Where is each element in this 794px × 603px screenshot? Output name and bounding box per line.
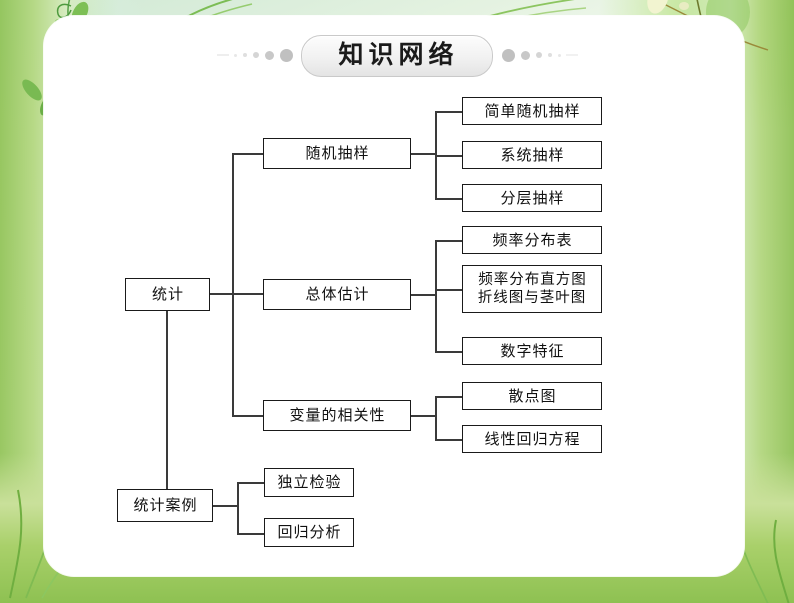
banner-dot [253,52,259,58]
edge-zongti-pinlvbiao [435,240,462,242]
section-banner: 知识网络 [215,33,580,77]
node-duli-jianyan[interactable]: 独立检验 [264,468,354,497]
banner-dash [566,54,578,56]
edge-trunk-bianliang [232,415,263,417]
node-huigui-fenxi[interactable]: 回归分析 [264,518,354,547]
edge-anli-duli [237,482,264,484]
edge-bianliang-stub [411,415,435,417]
edge-tongji-anli [166,311,168,489]
node-pinlv-fenbubiao[interactable]: 频率分布表 [462,226,602,254]
edge-trunk-suiji [232,153,263,155]
banner-pill-shape [301,35,493,77]
edge-suiji-jiandan [435,111,462,113]
banner-dash [217,54,229,56]
edge-suiji-stub [411,153,435,155]
node-xitong-chouyang[interactable]: 系统抽样 [462,141,602,169]
node-shuzi-tezheng[interactable]: 数字特征 [462,337,602,365]
node-tongji-anli[interactable]: 统计案例 [117,489,213,522]
edge-trunk-vertical [232,153,234,416]
edge-tongji-trunk [210,293,263,295]
edge-anli-vertical [237,482,239,533]
edge-suiji-vertical [435,111,437,198]
node-zhifangtu-zhexiantu-jingyetu[interactable]: 频率分布直方图 折线图与茎叶图 [462,265,602,313]
edge-suiji-fenceng [435,198,462,200]
node-zongti-guji[interactable]: 总体估计 [263,279,411,310]
edge-bianliang-huigui [435,439,462,441]
node-bianliang-xiangguanxing[interactable]: 变量的相关性 [263,400,411,431]
edge-anli-stub [213,505,237,507]
banner-dot [558,53,561,57]
edge-zongti-shuzi [435,351,462,353]
node-tongji[interactable]: 统计 [125,278,210,311]
edge-suiji-xitong [435,155,462,157]
banner-dot [536,52,542,58]
edge-anli-huiguifenxi [237,533,264,535]
banner-dots-right [499,33,580,77]
node-suiji-chouyang[interactable]: 随机抽样 [263,138,411,169]
node-jiandan-suiji-chouyang[interactable]: 简单随机抽样 [462,97,602,125]
banner-dot [521,50,530,60]
banner-dot [502,48,515,62]
edge-zongti-stub [411,294,435,296]
edge-bianliang-sandiantu [435,396,462,398]
banner-dot [548,53,552,57]
banner-dot [265,50,274,60]
edge-zongti-zhifangtu [435,289,462,291]
edge-bianliang-vertical [435,396,437,439]
banner-dot [243,53,247,57]
edge-zongti-vertical [435,240,437,351]
node-xianxing-huigui-fangcheng[interactable]: 线性回归方程 [462,425,602,453]
page-title: 知识网络 [338,40,459,69]
node-fenceng-chouyang[interactable]: 分层抽样 [462,184,602,212]
banner-dot [280,48,293,62]
banner-dots-left [215,33,296,77]
banner-dot [234,53,237,57]
node-sandiantu[interactable]: 散点图 [462,382,602,410]
